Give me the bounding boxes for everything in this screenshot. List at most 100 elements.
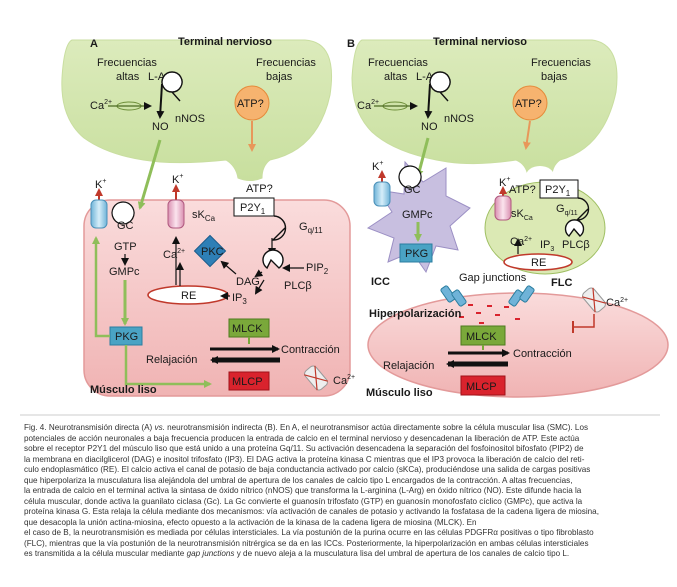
gq-label-a: Gq/11 — [299, 221, 323, 235]
mlck-label-b: MLCK — [466, 331, 497, 343]
caption-text: el caso de B, la neurotransmisión es med… — [24, 528, 594, 537]
gap-junction-channels-b — [440, 285, 535, 307]
no-label-a: NO — [152, 121, 169, 133]
panel-a: A Terminal nervioso Frecuencias altas L-… — [61, 36, 355, 397]
l-type-ca-channel-b — [582, 287, 606, 313]
k-channel-b — [373, 181, 391, 207]
k-label-a-2: K+ — [172, 173, 183, 186]
caption-line: (FLC), mientras que la vía postunión de … — [24, 539, 656, 550]
re-label-a: RE — [181, 290, 196, 302]
caption-line: es transmitida a la célula muscular medi… — [24, 549, 656, 560]
ca-inhibition-line-b — [573, 314, 595, 328]
caption-text: Fig. 4. Neurotransmisión directa (A) — [24, 423, 155, 432]
skca-channel-b — [494, 195, 512, 221]
caption-line: la entrada de calcio en el terminal acti… — [24, 486, 656, 497]
freq-high-label-a: Frecuencias — [97, 57, 157, 69]
plcb-label-b: PLCβ — [562, 239, 590, 251]
caption-text: es transmitida a la célula muscular medi… — [24, 549, 187, 558]
atp-vesicle-a — [234, 85, 270, 121]
skca-channel-a — [167, 199, 185, 229]
plcb-label-a: PLCβ — [284, 280, 312, 292]
gtp-label-a: GTP — [114, 241, 137, 253]
pkc-label-a: PKC — [201, 246, 224, 258]
ca-label-b: Ca2+ — [357, 99, 379, 112]
pkc-diamond-a — [193, 234, 227, 268]
pip2-label-a: PIP2 — [306, 262, 329, 276]
k-label-b: K+ — [372, 160, 383, 173]
no-diffusion-arrow-a — [137, 139, 162, 210]
caption-text: culo endoplasmático (RE). El calcio acti… — [24, 465, 591, 474]
freq-low-label-b-2: bajas — [541, 71, 568, 83]
freq-low-label-a-2: bajas — [266, 71, 293, 83]
freq-high-label-a-2: altas — [116, 71, 140, 83]
figure-caption: Fig. 4. Neurotransmisión directa (A) vs.… — [24, 423, 656, 560]
plcb-enzyme-a — [262, 249, 284, 270]
freq-high-label-b: Frecuencias — [368, 57, 428, 69]
caption-line: célula muscular, donde activa la guanila… — [24, 497, 656, 508]
caption-text: (FLC), mientras que la vía postunión de … — [24, 538, 589, 548]
atp-vesicle-label-b: ATP? — [515, 98, 542, 110]
nnos-label-b: nNOS — [444, 113, 474, 125]
caption-italic-text: vs. — [154, 423, 165, 432]
contraction-label-a: Contracción — [281, 344, 340, 356]
p2y1-label-b: P2Y1 — [545, 184, 571, 198]
mlcp-box-b — [460, 375, 506, 396]
caption-text: sobre el receptor P2Y1 del músculo liso … — [24, 444, 584, 453]
atp-release-arrow-b — [522, 120, 531, 150]
pkg-label-b: PKG — [405, 248, 428, 260]
gmpc-label-b: GMPc — [402, 209, 433, 221]
nnos-enzyme-b — [429, 71, 451, 102]
pkg-box-b — [399, 243, 433, 263]
caption-text: potenciales de acción neuronales a baja … — [24, 433, 580, 443]
mlcp-box-a — [228, 371, 270, 391]
k-label-b-2: K+ — [499, 176, 510, 189]
gc-label-a: GC — [117, 220, 134, 232]
negative-charges-b — [459, 304, 520, 324]
muscle-label-b: Músculo liso — [366, 387, 433, 399]
muscle-label-a: Músculo liso — [90, 384, 157, 396]
dag-label-a: DAG — [236, 276, 260, 288]
relaxation-label-b: Relajación — [383, 360, 434, 372]
caption-text: que desacopla la unión actina-miosina, e… — [24, 517, 477, 527]
ca2-label-a-2: Ca2+ — [333, 374, 355, 387]
flc-label-b: FLC — [551, 277, 572, 289]
nerve-terminal-b — [351, 39, 618, 180]
atp-vesicle-b — [512, 85, 548, 121]
caption-line: que hiperpolariza la musculatura lisa al… — [24, 476, 656, 487]
re-label-b: RE — [531, 257, 546, 269]
nnos-enzyme-a — [161, 71, 183, 102]
contraction-label-b: Contracción — [513, 348, 572, 360]
relaxation-label-a: Relajación — [146, 354, 197, 366]
panel-b-letter: B — [347, 38, 355, 50]
figure-diagram: A Terminal nervioso Frecuencias altas L-… — [20, 36, 669, 416]
no-diffusion-arrow-b — [415, 137, 430, 178]
caption-line: la membrana en diacilglicerol (DAG) e in… — [24, 455, 656, 466]
caption-line: Fig. 4. Neurotransmisión directa (A) vs.… — [24, 423, 656, 434]
pkg-mlcp-arrow-a — [124, 345, 212, 388]
caption-line: culo endoplasmático (RE). El calcio acti… — [24, 465, 656, 476]
gc-enzyme-b — [398, 165, 422, 189]
panel-b: B Terminal nervioso Frecuencias altas L-… — [347, 36, 669, 399]
gq-protein-a — [271, 215, 287, 241]
atp-label-b: ATP? — [509, 184, 536, 196]
caption-line: proteína kinasa G. Esta relaja la célula… — [24, 507, 656, 518]
caption-text: célula muscular, donde activa la guanila… — [24, 496, 583, 506]
caption-line: el caso de B, la neurotransmisión es med… — [24, 528, 656, 539]
hyperpolarization-label-b: Hiperpolarización — [369, 308, 462, 320]
caption-text: y de nuevo aleja a la musculatura lisa d… — [234, 549, 570, 558]
re-organelle-b — [503, 253, 573, 271]
caption-italic-text: gap junctions — [186, 549, 235, 558]
l-type-ca-channel-a — [304, 365, 328, 391]
pkg-label-a: PKG — [115, 331, 138, 343]
panel-a-letter: A — [90, 38, 98, 50]
atp-label-a: ATP? — [246, 183, 273, 195]
ip3-label-a: IP3 — [232, 292, 247, 306]
caption-line: potenciales de acción neuronales a baja … — [24, 434, 656, 445]
larg-no-arrow-a — [156, 83, 165, 119]
p2y1-label-a: P2Y1 — [240, 202, 266, 216]
mlck-label-a: MLCK — [232, 323, 263, 335]
k-channel-a — [90, 199, 108, 229]
ip3-label-b: IP3 — [540, 239, 554, 253]
gap-junctions-label-b: Gap junctions — [459, 272, 527, 284]
